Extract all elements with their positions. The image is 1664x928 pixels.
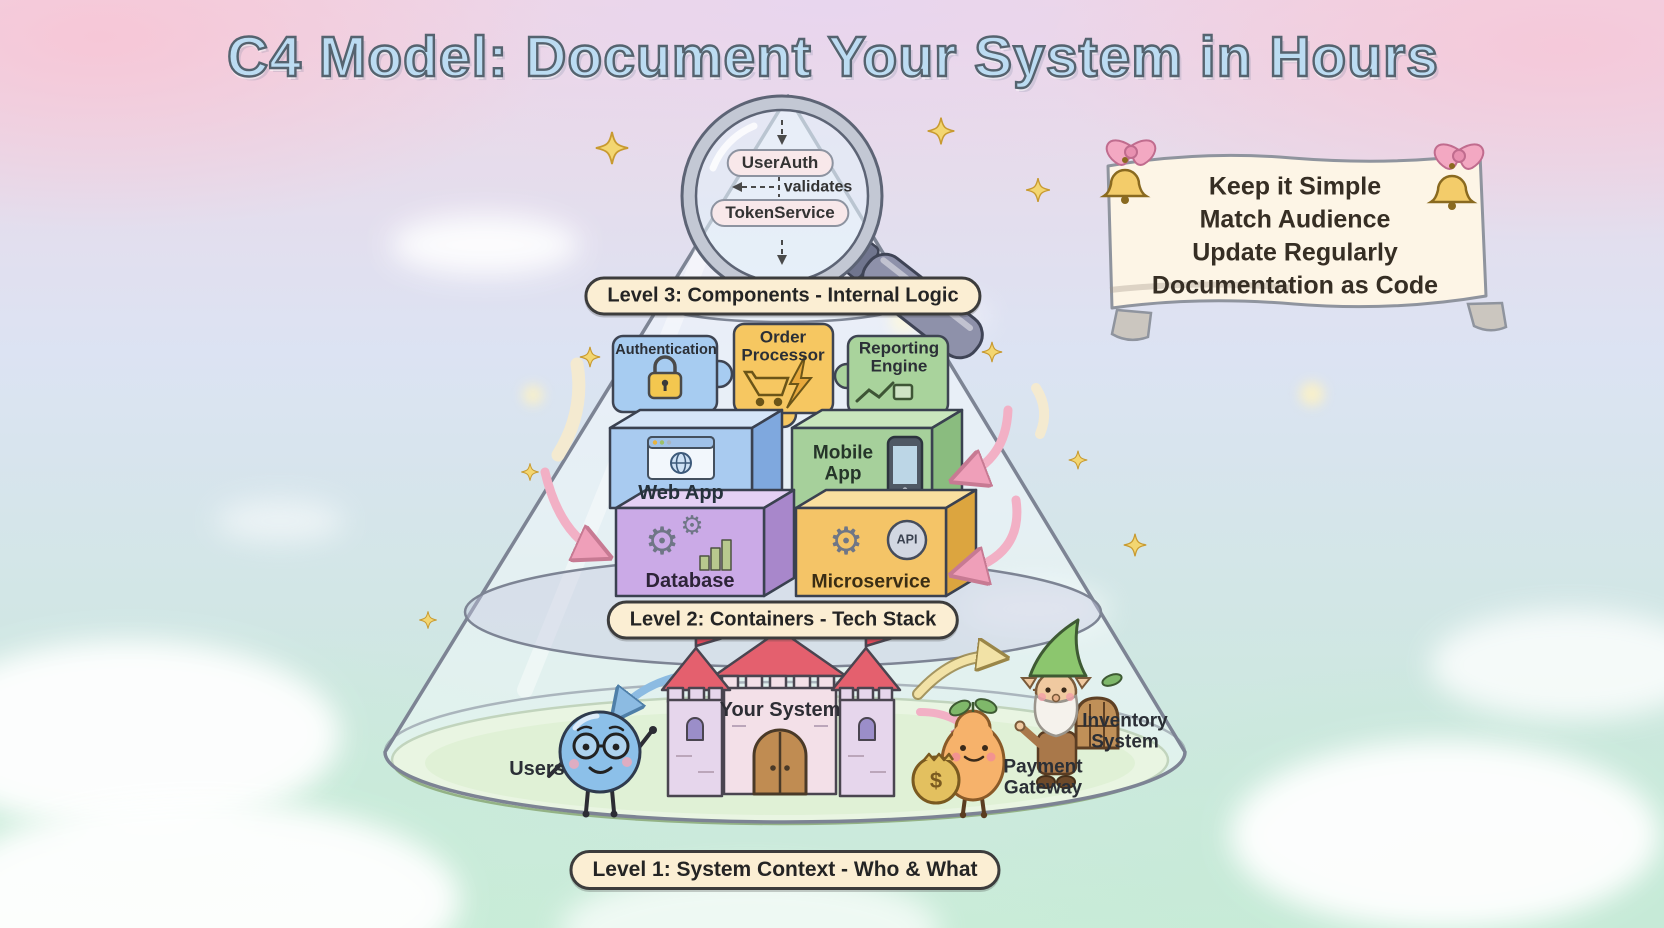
users-character <box>547 710 657 818</box>
flow-arrows <box>540 405 1022 572</box>
tips-banner <box>1099 139 1508 342</box>
magnifier-component-b: TokenService <box>710 199 850 227</box>
money-symbol: $ <box>929 768 943 794</box>
banner-line-4: Documentation as Code <box>1151 271 1439 300</box>
cloud <box>960 585 1110 633</box>
banner-line-1: Keep it Simple <box>1208 172 1382 201</box>
container-microservice-label: Microservice <box>811 570 931 593</box>
magnifier-flow-arrows <box>732 120 787 265</box>
cloud <box>0 640 340 830</box>
users-label: Users <box>509 758 565 781</box>
sparkles <box>419 117 1147 629</box>
browser-globe-icon <box>647 436 715 480</box>
inventory-system-character <box>1014 618 1123 789</box>
banner-line-3: Update Regularly <box>1192 238 1398 267</box>
container-database-label: Database <box>645 570 735 593</box>
component-reporting-engine <box>833 334 950 429</box>
payment-gateway-character <box>911 698 1006 819</box>
your-system-label: Your System <box>719 699 841 722</box>
cloud <box>1230 740 1660 928</box>
component-authentication-label: Authentication <box>615 342 717 359</box>
swooshes <box>551 357 1050 462</box>
cart-icon <box>742 370 790 407</box>
component-order-processor-label: Order Processor <box>741 327 825 365</box>
level2-label: Level 2: Containers - Tech Stack <box>606 600 960 640</box>
magnifier-relationship-label: validates <box>783 178 853 196</box>
glow-dot <box>523 385 543 405</box>
api-badge-circle <box>886 519 928 561</box>
gear-icon: ⚙ <box>828 519 864 563</box>
gear-icon: ⚙ <box>644 519 680 563</box>
container-mobile-app-label: Mobile App <box>812 442 874 484</box>
container-web-app-label: Web App <box>638 482 724 505</box>
page-title: C4 Model: Document Your System in Hours <box>226 25 1439 90</box>
bow-icon <box>1433 143 1485 170</box>
magnifier-component-a: UserAuth <box>726 149 834 177</box>
gear-icon: ⚙ <box>680 511 704 541</box>
glow-dot <box>1300 382 1324 406</box>
lightning-icon <box>786 355 814 409</box>
banner-line-2: Match Audience <box>1199 205 1391 234</box>
container-database <box>614 488 796 598</box>
bell-icon <box>1099 157 1151 204</box>
smartphone-icon <box>886 435 924 499</box>
cloud <box>1430 610 1664 720</box>
bell-icon <box>1426 163 1478 210</box>
payment-gateway-label: Payment Gateway <box>1003 756 1083 798</box>
chart-icon <box>855 381 914 403</box>
cloud <box>390 215 580 275</box>
component-reporting-engine-label: Reporting Engine <box>858 338 940 376</box>
bar-chart-icon <box>699 539 732 571</box>
inventory-system-label: Inventory System <box>1082 710 1168 752</box>
level3-label: Level 3: Components - Internal Logic <box>584 276 982 316</box>
cloud <box>215 500 345 542</box>
lock-icon <box>647 355 683 400</box>
level1-label: Level 1: System Context - Who & What <box>569 850 1001 890</box>
api-badge-label: API <box>896 532 918 547</box>
